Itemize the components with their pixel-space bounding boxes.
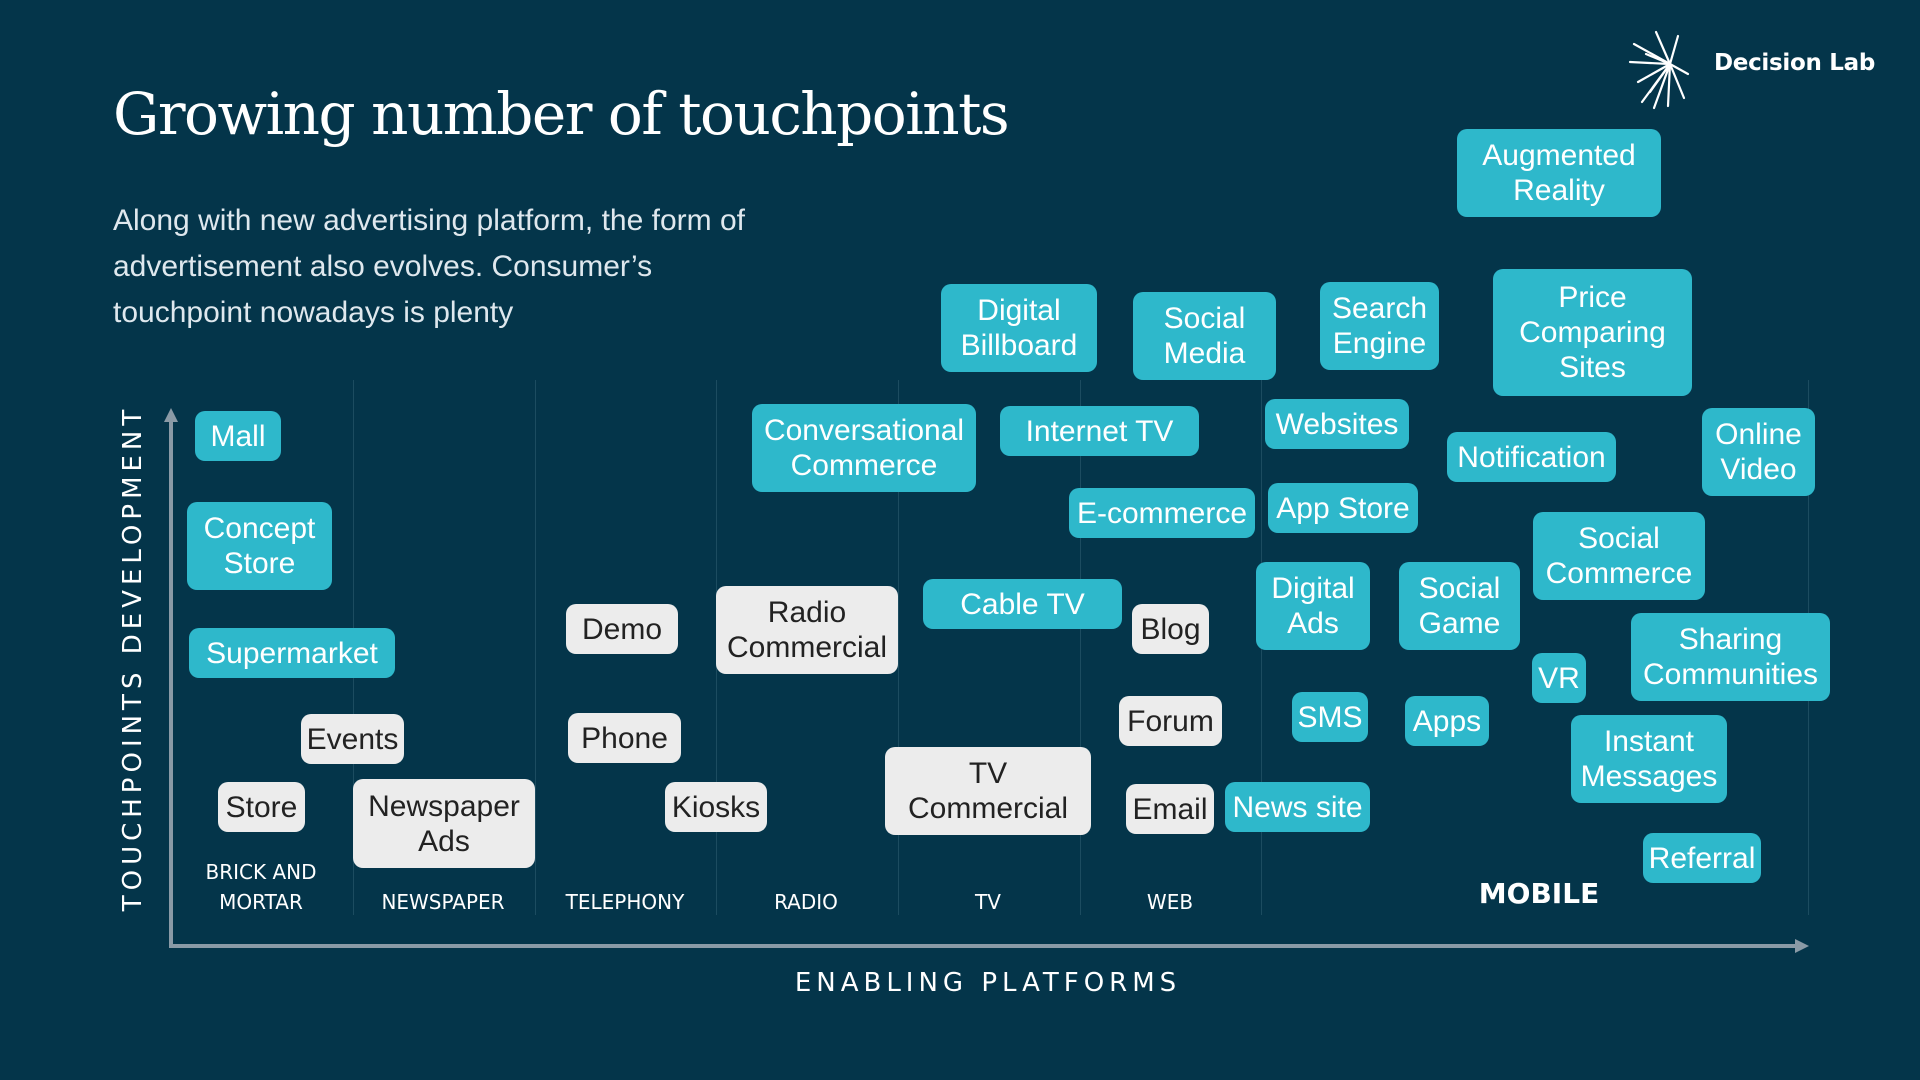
x-axis-line (169, 944, 1798, 948)
touchpoint-phone: Phone (568, 713, 681, 763)
category-label-brick: BRICK AND MORTAR (205, 860, 317, 914)
touchpoint-demo: Demo (566, 604, 678, 654)
touchpoint-email: Email (1126, 784, 1214, 834)
column-divider (1080, 380, 1081, 915)
x-axis-arrow-icon (1795, 939, 1809, 953)
category-label-telephony: TELEPHONY (565, 890, 685, 914)
touchpoint-price-comparing-sites: Price Comparing Sites (1493, 269, 1692, 396)
y-axis-label: TOUCHPOINTS DEVELOPMENT (118, 404, 148, 912)
touchpoint-blog: Blog (1132, 604, 1209, 654)
touchpoint-events: Events (301, 714, 404, 764)
touchpoint-internet-tv: Internet TV (1000, 406, 1199, 456)
touchpoint-cable-tv: Cable TV (923, 579, 1122, 629)
touchpoint-sharing-communities: Sharing Communities (1631, 613, 1830, 701)
touchpoint-conversational-commerce: Conversational Commerce (752, 404, 976, 492)
touchpoint-sms: SMS (1292, 692, 1368, 742)
touchpoint-store: Store (218, 782, 305, 832)
touchpoint-e-commerce: E-commerce (1069, 488, 1255, 538)
column-divider (535, 380, 536, 915)
touchpoint-referral: Referral (1643, 833, 1761, 883)
category-label-tv: TV (975, 890, 1001, 914)
touchpoint-websites: Websites (1265, 399, 1409, 449)
touchpoint-apps: Apps (1405, 696, 1489, 746)
touchpoint-digital-ads: Digital Ads (1256, 562, 1370, 650)
x-axis-label: ENABLING PLATFORMS (794, 968, 1182, 998)
logo-text: Decision Lab (1714, 50, 1876, 76)
category-label-radio: RADIO (774, 890, 838, 914)
touchpoint-notification: Notification (1447, 432, 1616, 482)
touchpoint-digital-billboard: Digital Billboard (941, 284, 1097, 372)
column-divider (898, 380, 899, 915)
touchpoint-augmented-reality: Augmented Reality (1457, 129, 1661, 217)
touchpoint-concept-store: Concept Store (187, 502, 332, 590)
touchpoint-social-commerce: Social Commerce (1533, 512, 1705, 600)
touchpoint-tv-commercial: TV Commercial (885, 747, 1091, 835)
touchpoint-instant-messages: Instant Messages (1571, 715, 1727, 803)
touchpoint-forum: Forum (1119, 696, 1222, 746)
touchpoint-kiosks: Kiosks (665, 782, 767, 832)
category-label-newspaper: NEWSPAPER (381, 890, 505, 914)
touchpoint-supermarket: Supermarket (189, 628, 395, 678)
page-title: Growing number of touchpoints (113, 80, 1010, 148)
touchpoint-online-video: Online Video (1702, 408, 1815, 496)
touchpoint-social-game: Social Game (1399, 562, 1520, 650)
category-label-web: WEB (1146, 890, 1194, 914)
touchpoint-social-media: Social Media (1133, 292, 1276, 380)
decision-lab-logo: Decision Lab (1628, 30, 1898, 110)
touchpoint-radio-commercial: Radio Commercial (716, 586, 898, 674)
touchpoint-newspaper-ads: Newspaper Ads (353, 779, 535, 868)
touchpoint-news-site: News site (1225, 782, 1370, 832)
touchpoint-vr: VR (1532, 653, 1586, 703)
y-axis-line (169, 420, 173, 948)
y-axis-arrow-icon (164, 408, 178, 422)
touchpoint-search-engine: Search Engine (1320, 282, 1439, 370)
touchpoint-app-store: App Store (1268, 483, 1418, 533)
starburst-icon (1628, 30, 1690, 110)
page-subtitle: Along with new advertising platform, the… (113, 204, 745, 329)
category-label-mobile: MOBILE (1478, 877, 1600, 910)
touchpoint-mall: Mall (195, 411, 281, 461)
